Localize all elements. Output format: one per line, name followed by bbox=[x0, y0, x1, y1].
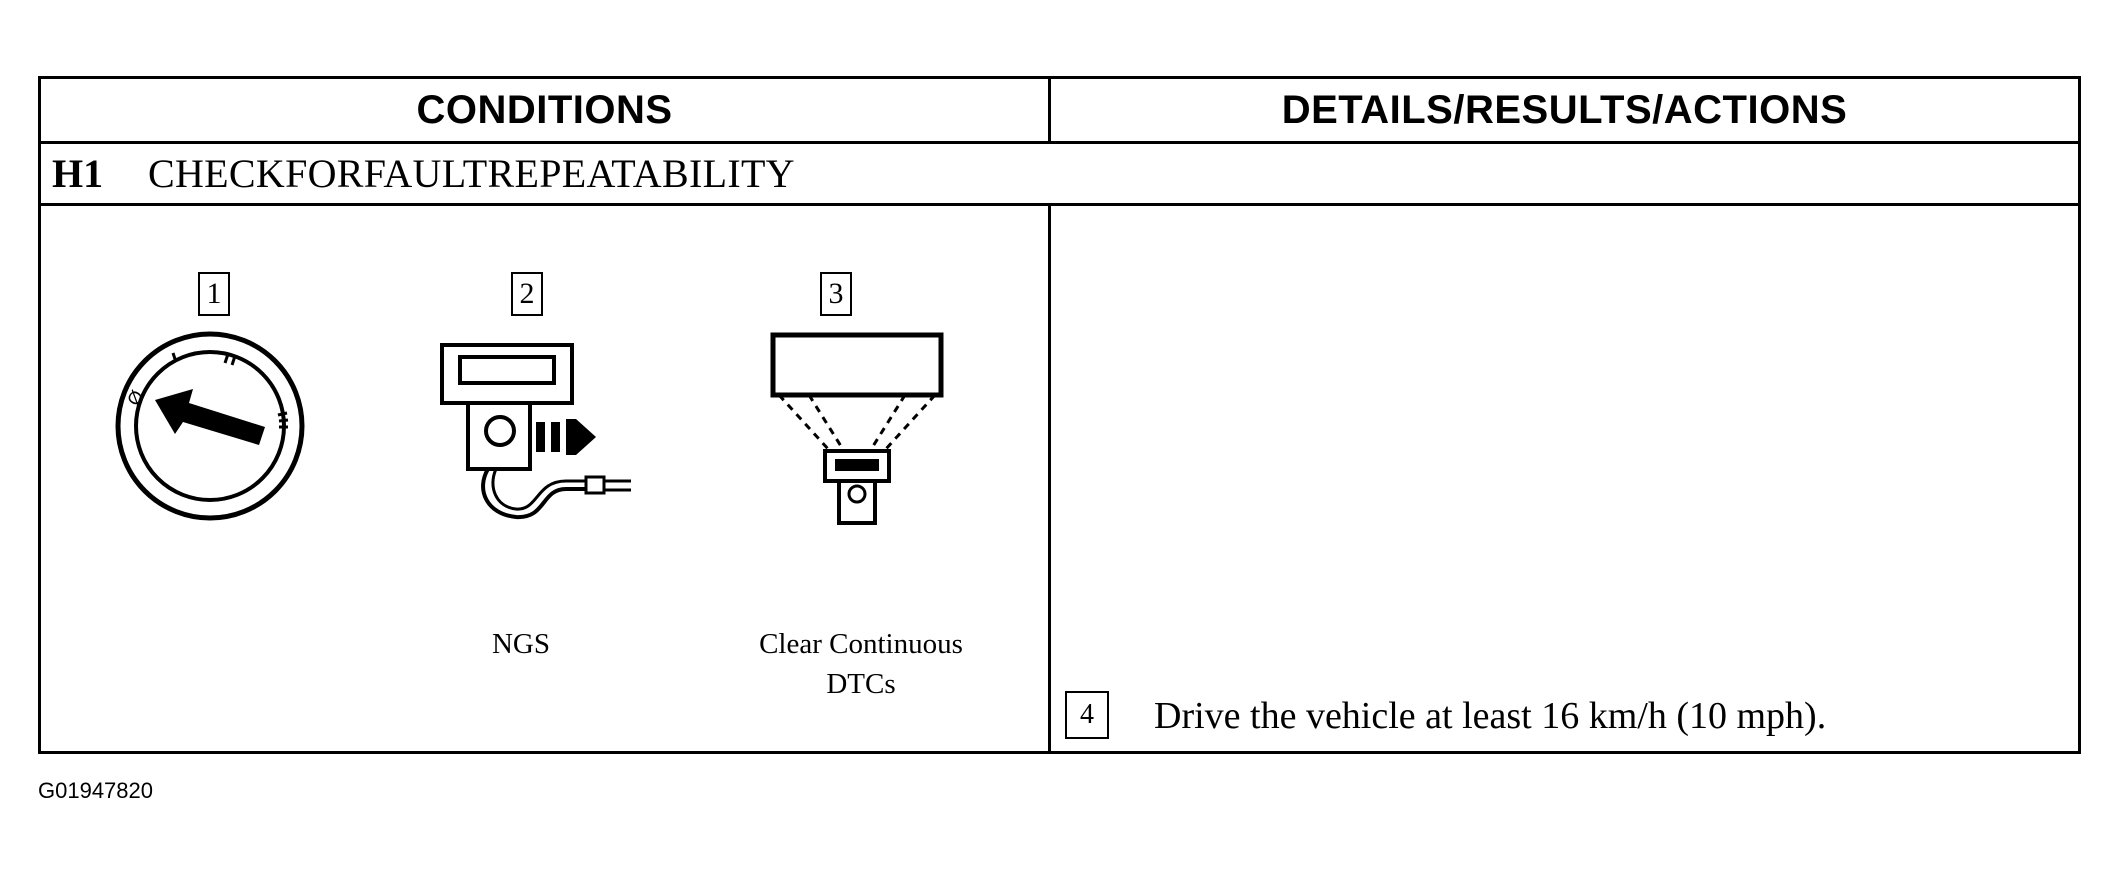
illustration-3-number: 3 bbox=[820, 272, 852, 316]
ignition-switch-icon: Ø bbox=[115, 331, 305, 521]
header-divider bbox=[41, 141, 2078, 144]
illustration-3-caption-line2: DTCs bbox=[826, 668, 896, 700]
illustration-3-caption-line1: Clear Continuous bbox=[759, 628, 963, 660]
step-divider bbox=[41, 203, 2078, 206]
illustration-1-number: 1 bbox=[198, 272, 230, 316]
step-title: CHECKFORFAULTREPEATABILITY bbox=[148, 151, 795, 196]
figure-id: G01947820 bbox=[38, 778, 153, 803]
instruction-number: 4 bbox=[1065, 691, 1109, 739]
illustration-2-number: 2 bbox=[511, 272, 543, 316]
clear-dtcs-icon bbox=[770, 332, 944, 525]
diagnostic-table: CONDITIONS DETAILS/RESULTS/ACTIONS H1 CH… bbox=[38, 76, 2081, 754]
illustration-3-caption: Clear Continuous DTCs bbox=[741, 624, 981, 704]
details-header: DETAILS/RESULTS/ACTIONS bbox=[1281, 87, 1848, 132]
step-title-row: H1 CHECKFORFAULTREPEATABILITY bbox=[41, 144, 2078, 203]
conditions-header: CONDITIONS bbox=[41, 79, 1051, 141]
step-id: H1 bbox=[52, 151, 104, 196]
ngs-tester-icon bbox=[440, 343, 631, 520]
instruction-text: Drive the vehicle at least 16 km/h (10 m… bbox=[1154, 695, 1827, 737]
column-divider bbox=[1048, 203, 1051, 751]
illustration-2-caption: NGS bbox=[491, 628, 550, 660]
